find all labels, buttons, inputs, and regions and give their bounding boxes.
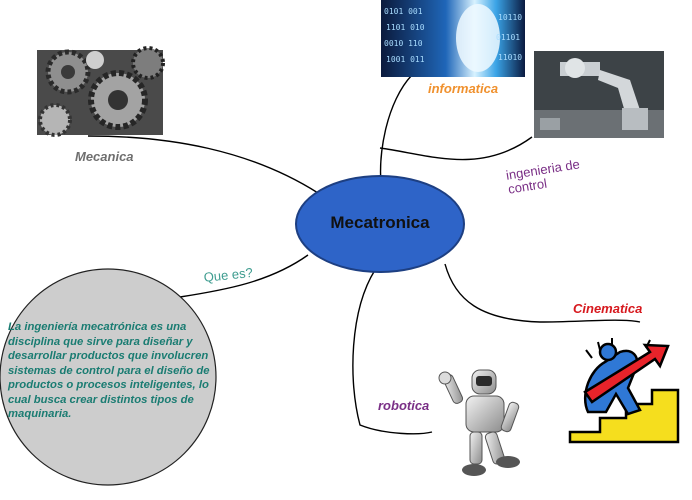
branch-label-robotica: robotica <box>378 398 430 413</box>
svg-text:10110: 10110 <box>498 13 522 22</box>
svg-text:1101 010: 1101 010 <box>386 23 425 32</box>
connector-control <box>379 136 533 161</box>
connector-cinematica <box>444 263 641 323</box>
central-node[interactable] <box>295 175 465 273</box>
gears-image <box>37 46 165 137</box>
definition-bubble <box>0 268 217 486</box>
binary-image: 0101 001 1101 010 0010 110 1001 011 1011… <box>381 0 525 77</box>
robot-arm-image <box>534 51 664 138</box>
branch-label-mecanica: Mecanica <box>75 149 134 164</box>
svg-text:0010 110: 0010 110 <box>384 39 423 48</box>
svg-text:01101: 01101 <box>496 33 520 42</box>
stairs-image <box>568 338 680 444</box>
branch-label-informatica: informatica <box>428 81 499 96</box>
svg-text:1001 011: 1001 011 <box>386 55 425 64</box>
branch-connectors <box>87 74 641 435</box>
connector-que-es <box>179 254 309 298</box>
connector-robotica <box>352 269 433 435</box>
svg-text:11010: 11010 <box>498 53 522 62</box>
branch-label-cinematica: Cinematica <box>573 301 643 316</box>
definition-text: La ingeniería mecatrónica es una discipl… <box>8 321 210 420</box>
central-topic-label: Mecatronica <box>330 213 430 232</box>
svg-text:0101 001: 0101 001 <box>384 7 423 16</box>
connector-mecanica <box>87 135 319 194</box>
robot-image <box>438 369 520 476</box>
